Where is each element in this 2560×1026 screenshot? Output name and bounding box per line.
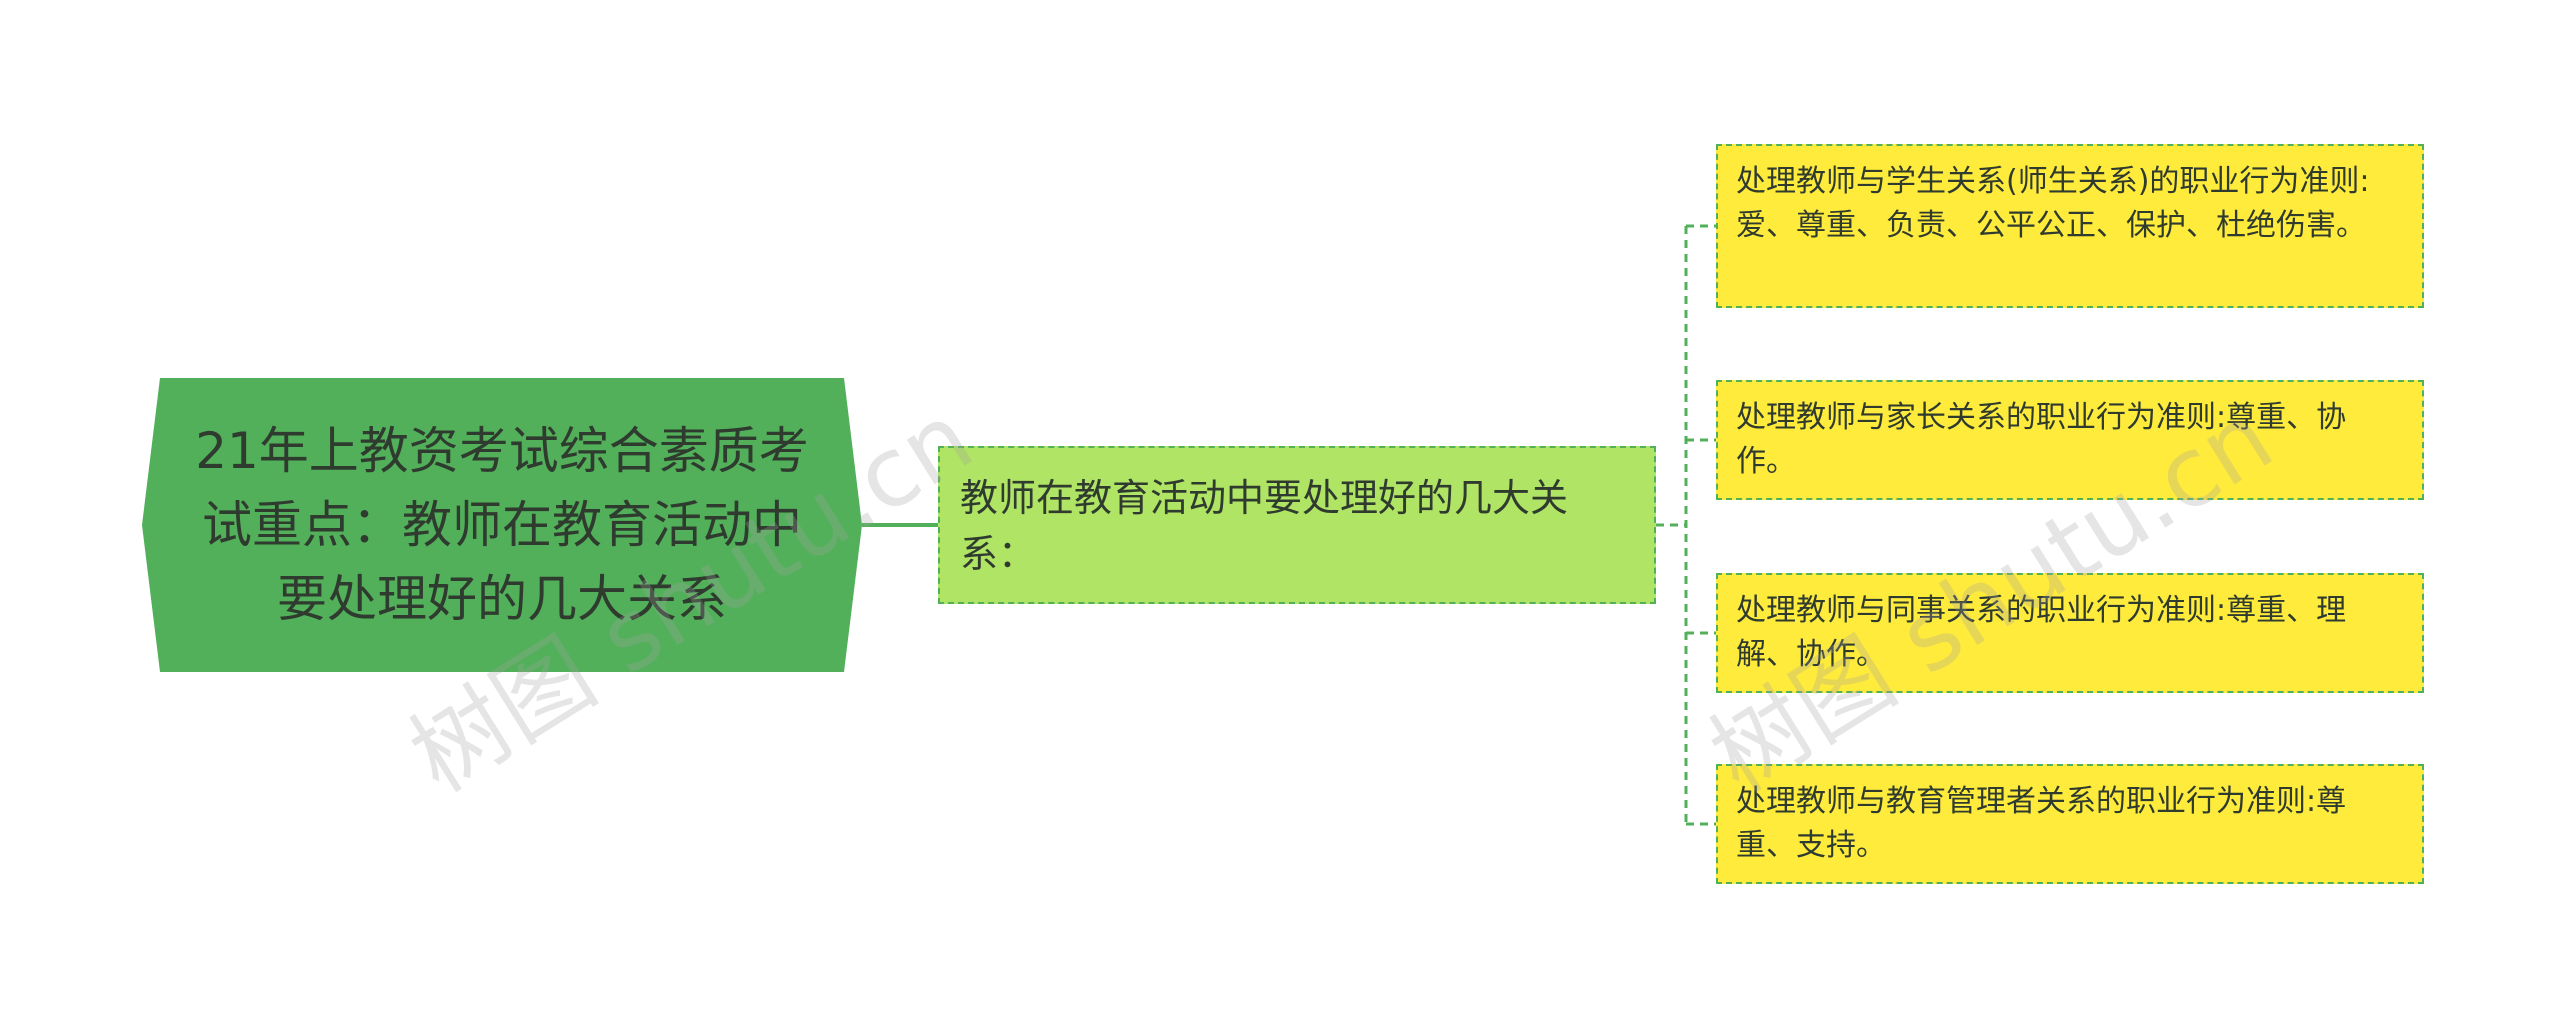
leaf-text: 处理教师与家长关系的职业行为准则:尊重、协作。 bbox=[1736, 400, 2347, 479]
leaf-text: 处理教师与同事关系的职业行为准则:尊重、理解、协作。 bbox=[1736, 593, 2347, 672]
leaf-node-student-relations[interactable]: 处理教师与学生关系(师生关系)的职业行为准则:爱、尊重、负责、公平公正、保护、杜… bbox=[1716, 144, 2424, 308]
root-topic-text: 21年上教资考试综合素质考试重点：教师在教育活动中要处理好的几大关系 bbox=[195, 422, 809, 628]
leaf-text: 处理教师与教育管理者关系的职业行为准则:尊重、支持。 bbox=[1736, 784, 2347, 863]
subtopic-node[interactable]: 教师在教育活动中要处理好的几大关系： bbox=[938, 446, 1656, 604]
subtopic-text: 教师在教育活动中要处理好的几大关系： bbox=[960, 476, 1569, 576]
leaf-node-colleague-relations[interactable]: 处理教师与同事关系的职业行为准则:尊重、理解、协作。 bbox=[1716, 573, 2424, 693]
root-topic-node[interactable]: 21年上教资考试综合素质考试重点：教师在教育活动中要处理好的几大关系 bbox=[142, 378, 862, 672]
leaf-text: 处理教师与学生关系(师生关系)的职业行为准则:爱、尊重、负责、公平公正、保护、杜… bbox=[1736, 164, 2370, 243]
leaf-node-parent-relations[interactable]: 处理教师与家长关系的职业行为准则:尊重、协作。 bbox=[1716, 380, 2424, 500]
leaf-node-manager-relations[interactable]: 处理教师与教育管理者关系的职业行为准则:尊重、支持。 bbox=[1716, 764, 2424, 884]
